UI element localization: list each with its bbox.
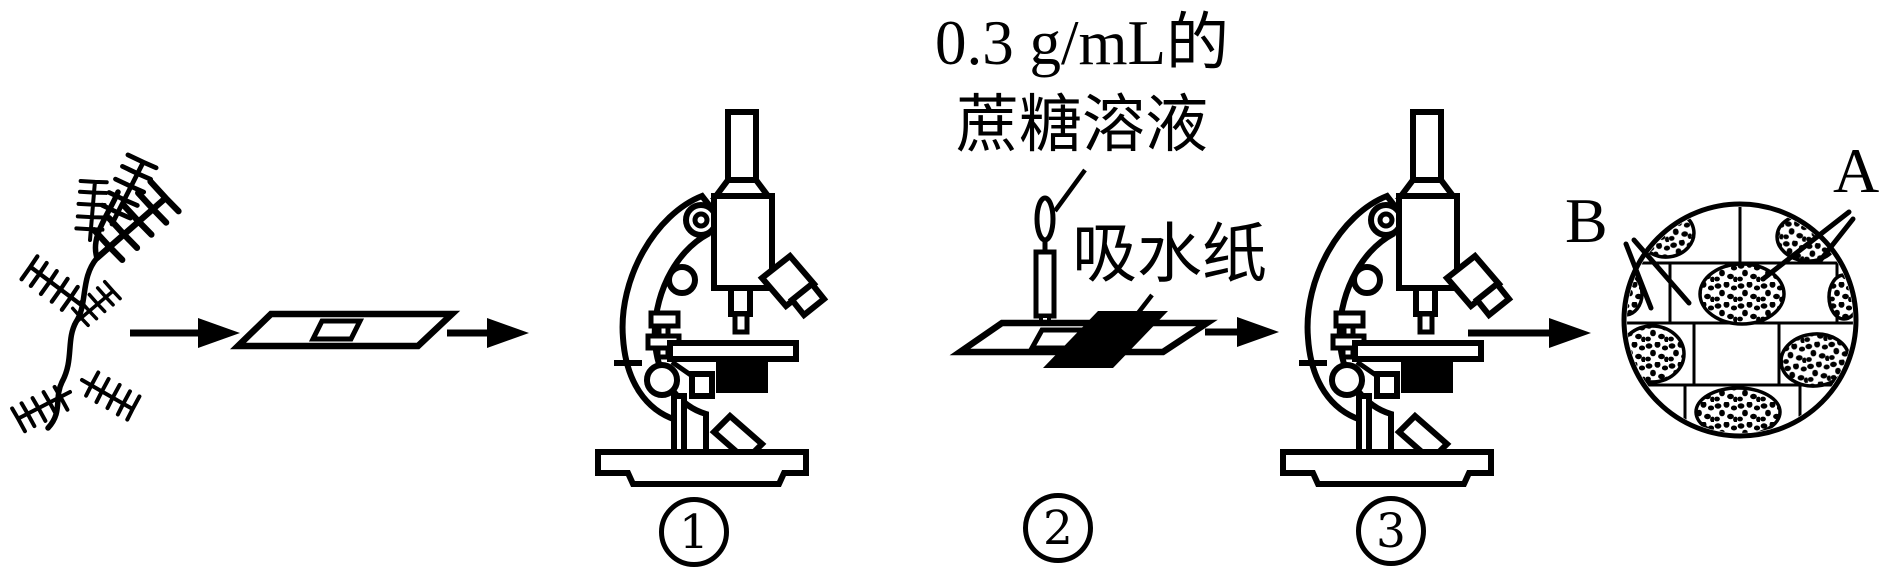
point-a-label: A <box>1833 135 1880 206</box>
dropper-icon <box>1033 195 1057 331</box>
paper-leader-line <box>1133 293 1154 319</box>
point-b-label: B <box>1565 185 1608 256</box>
pointer-b-1 <box>1623 241 1654 311</box>
plant-sprig-icon <box>11 146 187 431</box>
arrow-right-icon <box>130 318 240 348</box>
microscope-icon <box>598 112 824 484</box>
slide-with-coverslip-icon <box>229 310 461 350</box>
pointer-a-2 <box>1816 216 1856 265</box>
sucrose-label-line2: 蔗糖溶液 <box>956 90 1208 160</box>
arrow-right-icon <box>1205 317 1279 347</box>
microscope-icon <box>1283 112 1509 484</box>
label-pointer-lines <box>1623 209 1856 311</box>
step-2-badge: 2 <box>1023 493 1093 563</box>
absorbent-paper-strip-icon <box>1043 311 1168 368</box>
pointer-b-2 <box>1631 237 1692 306</box>
microscope-field-view-icon <box>1621 201 1859 439</box>
arrow-right-icon <box>1468 318 1591 348</box>
sucrose-label-line1: 0.3 g/mL的 <box>935 8 1229 78</box>
slide-with-dropper-and-absorbent-paper-icon <box>949 168 1218 368</box>
step-1-badge: 1 <box>659 497 729 567</box>
sucrose-leader-line <box>1053 168 1087 213</box>
sucrose-solution-label: 0.3 g/mL的 蔗糖溶液 <box>870 2 1294 166</box>
arrow-right-icon <box>447 318 529 348</box>
absorbent-paper-label: 吸水纸 <box>1072 219 1268 291</box>
pointer-a-1 <box>1760 209 1852 282</box>
step-3-badge: 3 <box>1356 496 1426 566</box>
